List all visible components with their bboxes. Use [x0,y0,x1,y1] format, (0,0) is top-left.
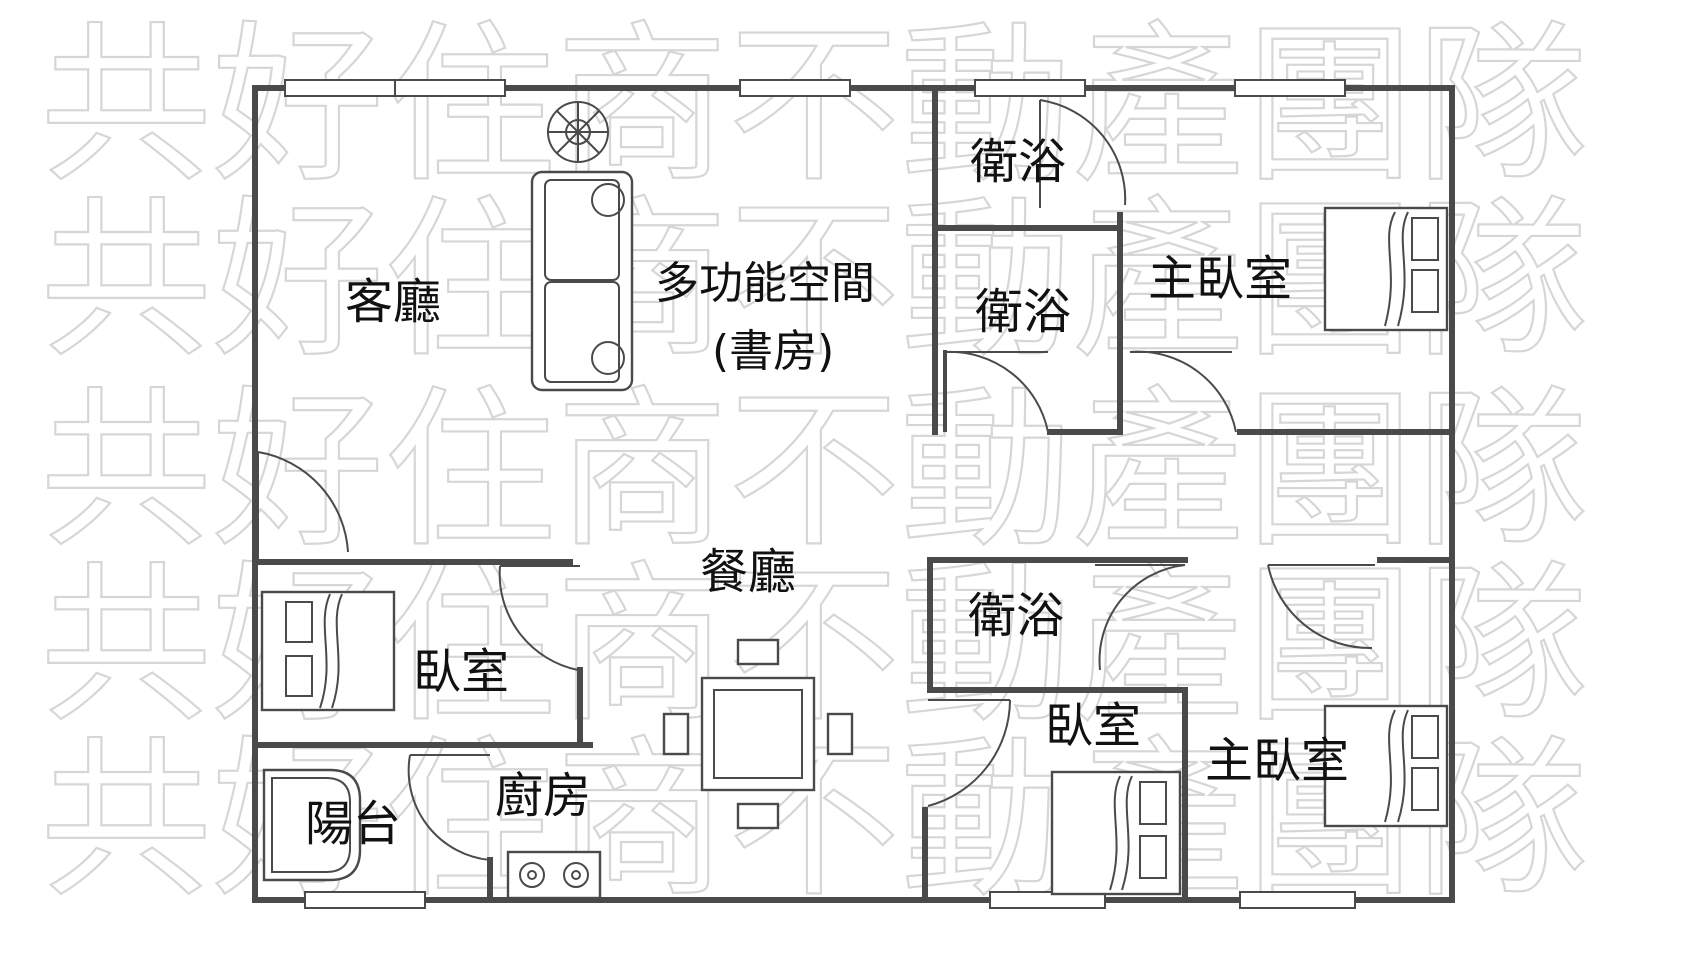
door-swing [927,699,1011,807]
window [974,79,1086,97]
window [394,79,506,97]
room-label-master-bedroom-top: 主臥室 [1148,251,1293,307]
sofa-icon [530,170,634,392]
furniture [260,101,1449,900]
window [304,891,426,909]
dining-table-icon [662,638,854,830]
bed-icon [260,590,396,712]
plant-icon [547,101,609,163]
room-label-bath-middle: 衛浴 [975,284,1072,340]
bed-icon [1323,206,1449,332]
door-swing [1039,99,1127,206]
window [284,79,396,97]
room-label-bedroom-left: 臥室 [413,644,510,700]
room-label-bath-lower: 衛浴 [968,588,1065,644]
room-label-kitchen: 廚房 [495,768,592,824]
stove-icon [506,850,602,900]
window [739,79,851,97]
window [1239,891,1356,909]
windows [284,79,1356,909]
doors [257,99,1375,861]
window [989,891,1106,909]
room-label-multi-purpose: 多功能空間 [655,258,875,309]
door-swing [944,350,1049,433]
window [1234,79,1346,97]
room-label-master-bedroom-bottom: 主臥室 [1205,733,1350,789]
door-swing [257,451,349,553]
room-label-balcony: 陽台 [305,796,402,852]
bathtub-icon [262,768,362,882]
door-swing [1098,564,1186,671]
interior-walls [252,85,1455,903]
door-swing [1267,564,1373,650]
watermark-row: 共好住商不動產團隊 [40,370,1588,571]
room-label-living: 客廳 [345,274,442,330]
door-swing [498,565,579,671]
watermark-row: 共好住商不動產團隊 [40,5,1588,206]
bed-icon [1050,770,1182,896]
room-label-bedroom-right: 臥室 [1045,698,1142,754]
bed-icon [1323,704,1449,828]
door-swing [1129,350,1237,433]
room-label-study-note: (書房) [712,326,835,377]
room-label-dining: 餐廳 [700,544,797,600]
door-swing [407,754,491,861]
room-label-bath-top: 衛浴 [970,134,1067,190]
